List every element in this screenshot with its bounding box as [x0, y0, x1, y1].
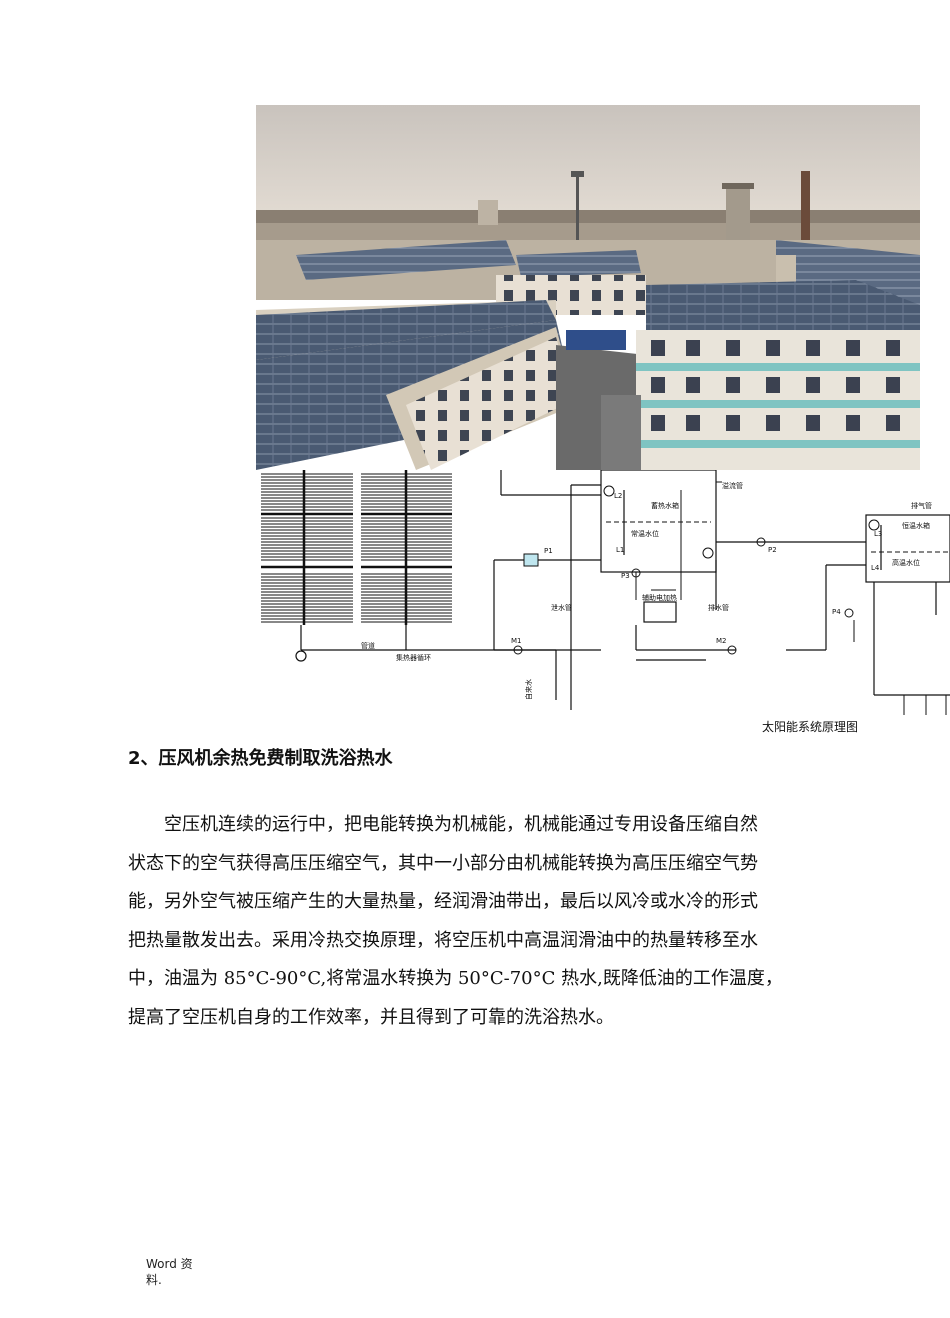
label-aux-heater: 辅助电加热: [642, 593, 677, 602]
rooftop-solar-photo: [256, 105, 920, 470]
tank2-sub: 高温水位: [892, 558, 920, 567]
constant-temp-tank: [865, 514, 950, 583]
schematic-label-return-note: 集热器循环: [396, 653, 431, 662]
paragraph-line: 把热量散发出去。采用冷热交换原理，将空压机中高温润滑油中的热量转移至水: [128, 929, 758, 951]
label-p2: P2: [768, 546, 777, 554]
label-vent-pipe: 溢流管: [722, 481, 743, 490]
figure-caption: 太阳能系统原理图: [761, 720, 858, 734]
label-l2: L2: [614, 492, 622, 500]
label-m2: M2: [716, 637, 727, 645]
footer-line-1: Word 资: [146, 1257, 193, 1271]
label-l1: L1: [616, 546, 624, 554]
label-exhaust-pipe: 排气管: [911, 501, 932, 510]
label-l4: L4: [871, 564, 880, 572]
label-supply: 自来水: [524, 679, 533, 700]
label-p3: P3: [621, 572, 630, 580]
schematic-label-pipe: 管道: [361, 641, 375, 650]
storage-tank: [600, 470, 717, 573]
paragraph-line: 空压机连续的运行中，把电能转换为机械能，机械能通过专用设备压缩自然: [128, 814, 758, 835]
rooftop-solar-photo-drawing: [256, 105, 920, 470]
collector-array: [261, 470, 452, 625]
label-l3: L3: [874, 530, 882, 538]
label-m1: M1: [511, 637, 522, 645]
section-heading: 2、压风机余热免费制取洗浴热水: [128, 748, 393, 769]
tank2-title: 恒温水箱: [902, 521, 930, 530]
label-p1: P1: [544, 547, 553, 555]
paragraph-line: 提高了空压机自身的工作效率，并且得到了可靠的洗浴热水。: [128, 1006, 614, 1028]
solar-system-schematic: 管道 集热器循环 L2: [256, 470, 950, 720]
footer-line-2: 料.: [146, 1273, 162, 1287]
label-drain: 泄水管: [551, 603, 572, 612]
paragraph-line: 状态下的空气获得高压压缩空气，其中一小部分由机械能转换为高压压缩空气势: [128, 852, 758, 874]
label-p4: P4: [832, 608, 841, 616]
paragraph-line: 中，油温为 85°C-90°C,将常温水转换为 50°C-70°C 热水,既降低…: [128, 968, 783, 989]
tank1-title: 蓄热水箱: [651, 501, 679, 510]
schematic-drawing: 管道 集热器循环 L2: [261, 470, 950, 715]
label-drain2: 排水管: [708, 603, 729, 612]
page-footer: Word 资 料.: [146, 1256, 193, 1288]
paragraph-line: 能，另外空气被压缩产生的大量热量，经润滑油带出，最后以风冷或水冷的形式: [128, 891, 758, 912]
section-paragraph: 空压机连续的运行中，把电能转换为机械能，机械能通过专用设备压缩自然 状态下的空气…: [128, 806, 866, 1037]
tank1-sub: 常温水位: [631, 529, 659, 538]
